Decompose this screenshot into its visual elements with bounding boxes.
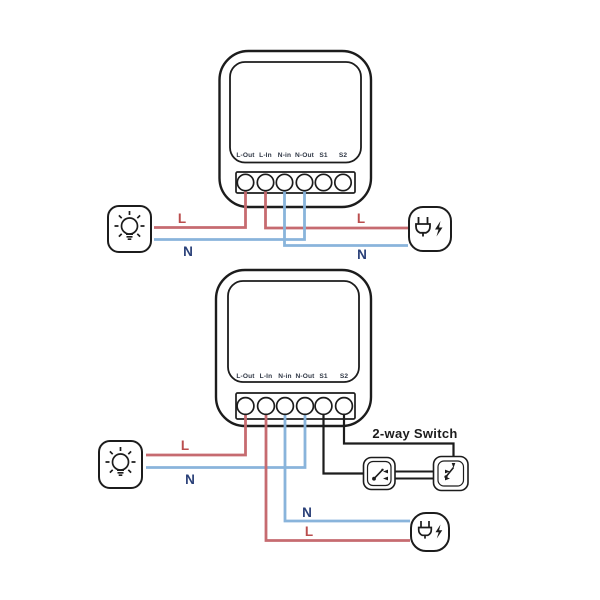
switch-lever [445,466,455,478]
wire-label-power-l-bottom: L [305,524,313,539]
neutral-wire-light-top [154,184,306,241]
traveler-arrowhead [445,469,450,474]
terminal-s2 [334,396,354,416]
wire-label-light-l-bottom: L [181,438,189,453]
terminal-labels-bottom: L-Out L-In N-in N-Out S1 S2 [236,373,348,380]
terminal-label-s1: S1 [319,373,328,380]
terminal-n-in [275,396,295,416]
terminal-n-out [295,173,314,192]
lightning-bolt-icon [435,221,443,237]
wire-label-light-n-bottom: N [185,472,195,487]
live-wire-light-top [154,184,247,229]
traveler-arrowhead [445,476,450,481]
s2-arrowhead [451,463,456,468]
light-bulb-icon [114,211,145,241]
power-box-frame [410,512,450,552]
light-bulb-icon [105,447,136,477]
terminal-label-l-in: L-In [260,373,273,380]
smart-switch-device-bottom [214,268,373,428]
neutral-wire-mains-top [283,184,408,247]
terminal-s2 [333,173,353,192]
switch-inner-frame [437,460,465,487]
terminal-row-top [236,173,353,192]
wire-label-power-n-bottom: N [302,505,312,520]
wire-label-light-l-top: L [178,211,186,226]
terminal-l-out [236,396,255,416]
terminal-n-out [295,396,315,416]
switch-pivot [372,476,376,481]
rocker-switch-icon-right [383,455,469,492]
terminal-label-s2: S2 [340,373,349,380]
light-fixture-box-bottom [98,440,143,489]
switch-lever-tip [381,468,384,471]
traveler-arrowhead [383,469,388,474]
smart-switch-device-top [218,49,373,209]
terminal-label-n-in: N-in [278,373,291,380]
power-source-box-top [408,206,452,252]
wire-label-light-n-top: N [183,244,193,259]
neutral-wire-light-bottom [146,408,307,469]
light-fixture-box-top [107,205,152,253]
device-inner-panel [227,280,360,383]
rocker-switch-icon-left [362,456,396,491]
terminal-labels-top: L-Out L-In N-in N-Out S1 S2 [236,152,347,159]
live-wire-mains-bottom [264,408,410,542]
terminal-s1 [314,173,333,192]
terminal-label-n-out: N-Out [295,373,315,380]
wire-label-power-n-top: N [357,247,367,262]
top-diagram: L-Out L-In N-in N-Out S1 S2 [107,49,452,262]
s2-switch-wire [342,408,455,466]
terminal-l-out [236,173,255,192]
neutral-wire-mains-bottom [283,408,410,523]
live-wire-mains-top [264,184,408,230]
terminal-label-l-out: L-Out [236,152,255,159]
s1-switch-wire [322,408,374,475]
power-plug-icon [417,521,433,539]
bottom-diagram: L-Out L-In N-in N-Out S1 S2 2-way Switch [98,268,469,552]
terminal-l-in [256,173,275,192]
two-way-switch-label: 2-way Switch [372,426,457,441]
power-source-box-bottom [410,512,450,552]
terminal-label-s1: S1 [319,152,328,159]
terminal-l-in [256,396,276,416]
device-inner-panel [229,61,362,164]
terminal-label-n-in: N-in [278,152,291,159]
live-wire-light-bottom [146,408,247,457]
terminal-label-l-out: L-Out [236,373,255,380]
traveler-arrowhead [383,476,388,481]
terminal-n-in [275,173,294,192]
terminal-s1 [314,396,333,416]
lightning-bolt-icon [435,524,443,539]
wire-label-power-l-top: L [357,211,365,226]
terminal-label-n-out: N-Out [295,152,315,159]
light-box-frame [98,440,143,489]
switch-lever [373,469,384,480]
light-box-frame [107,205,152,253]
power-plug-icon [415,217,431,237]
terminal-label-l-in: L-In [259,152,272,159]
terminal-row-bottom [236,396,354,416]
terminal-label-s2: S2 [339,152,348,159]
